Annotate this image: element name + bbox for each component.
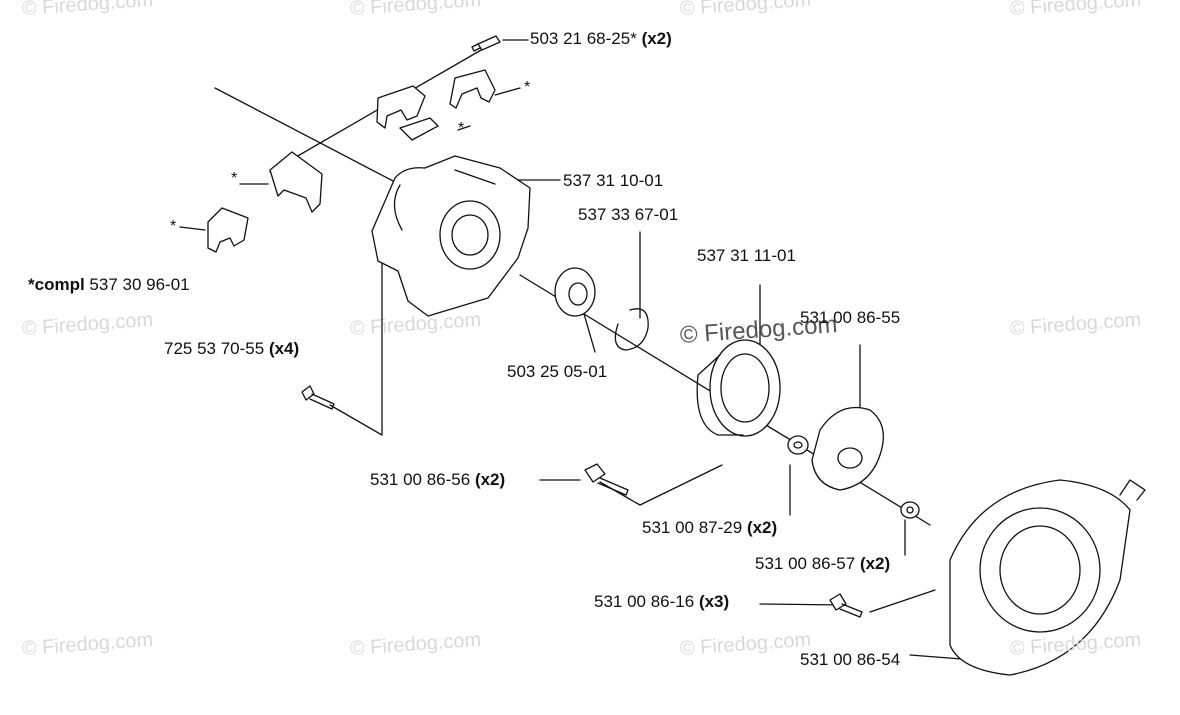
clamp-half-left xyxy=(269,151,323,213)
part-quantity: (x2) xyxy=(746,518,778,537)
part-label-531-00-86-55: 531 00 86-55 xyxy=(800,308,900,328)
part-label-503-21-68-25: 503 21 68-25* (x2) xyxy=(530,29,672,49)
part-label-531-00-86-16: 531 00 86-16 (x3) xyxy=(594,592,729,612)
part-label-725-53-70-55: 725 53 70-55 (x4) xyxy=(164,339,299,359)
part-number: 537 31 10-01 xyxy=(563,171,664,190)
part-label-537-33-67-01: 537 33 67-01 xyxy=(578,205,678,225)
part-number: 531 00 86-54 xyxy=(800,650,901,669)
asterisk-callout: * xyxy=(231,170,238,187)
screw-503-21-68-25 xyxy=(471,35,501,52)
screw-531-00-86-16 xyxy=(829,593,863,618)
clamp-half-top-right xyxy=(449,69,496,109)
part-label-531-00-86-54: 531 00 86-54 xyxy=(800,650,900,670)
asterisk-callout: * xyxy=(458,120,465,137)
clamp-half-upper xyxy=(376,85,439,141)
part-number: 537 31 11-01 xyxy=(697,246,796,265)
part-label-537-31-11-01: 537 31 11-01 xyxy=(697,246,796,266)
part-quantity: (x2) xyxy=(859,554,891,573)
part-number: 531 00 86-16 xyxy=(594,592,695,611)
part-quantity: (x4) xyxy=(268,339,300,358)
part-label-compl-537-30-96-01: *compl 537 30 96-01 xyxy=(28,275,190,295)
part-number: 503 25 05-01 xyxy=(507,362,608,381)
asterisk-callout: * xyxy=(170,218,177,235)
bearing-503-25-05-01 xyxy=(554,267,596,317)
part-number: 537 30 96-01 xyxy=(89,275,190,294)
clutch-housing-537-31-10-01 xyxy=(371,155,531,317)
washer-531-00-86-57 xyxy=(900,501,920,519)
part-number: 531 00 86-55 xyxy=(800,308,901,327)
washer-531-00-87-29 xyxy=(787,435,809,455)
part-label-537-31-10-01: 537 31 10-01 xyxy=(563,171,663,191)
part-quantity: (x3) xyxy=(698,592,730,611)
asterisk-callout: * xyxy=(524,79,531,96)
clutch-shoes-531-00-86-55 xyxy=(811,406,884,491)
screw-725-53-70-55 xyxy=(301,385,335,410)
part-label-503-25-05-01: 503 25 05-01 xyxy=(507,362,607,382)
clutch-cover-531-00-86-54 xyxy=(949,479,1146,676)
part-number: 531 00 87-29 xyxy=(642,518,743,537)
clutch-drum-537-31-11-01 xyxy=(696,339,781,437)
compl-prefix: *compl xyxy=(28,275,85,294)
screw-531-00-86-56 xyxy=(584,463,629,496)
part-label-531-00-87-29: 531 00 87-29 (x2) xyxy=(642,518,777,538)
part-label-531-00-86-56: 531 00 86-56 (x2) xyxy=(370,470,505,490)
part-label-531-00-86-57: 531 00 86-57 (x2) xyxy=(755,554,890,574)
clamp-half-lower xyxy=(207,207,249,253)
circlip-537-33-67-01 xyxy=(614,308,649,351)
part-number: 531 00 86-56 xyxy=(370,470,471,489)
part-number: 503 21 68-25* xyxy=(530,29,637,48)
part-quantity: (x2) xyxy=(641,29,672,48)
part-quantity: (x2) xyxy=(474,470,506,489)
part-number: 725 53 70-55 xyxy=(164,339,265,358)
part-number: 531 00 86-57 xyxy=(755,554,856,573)
part-number: 537 33 67-01 xyxy=(578,205,679,224)
